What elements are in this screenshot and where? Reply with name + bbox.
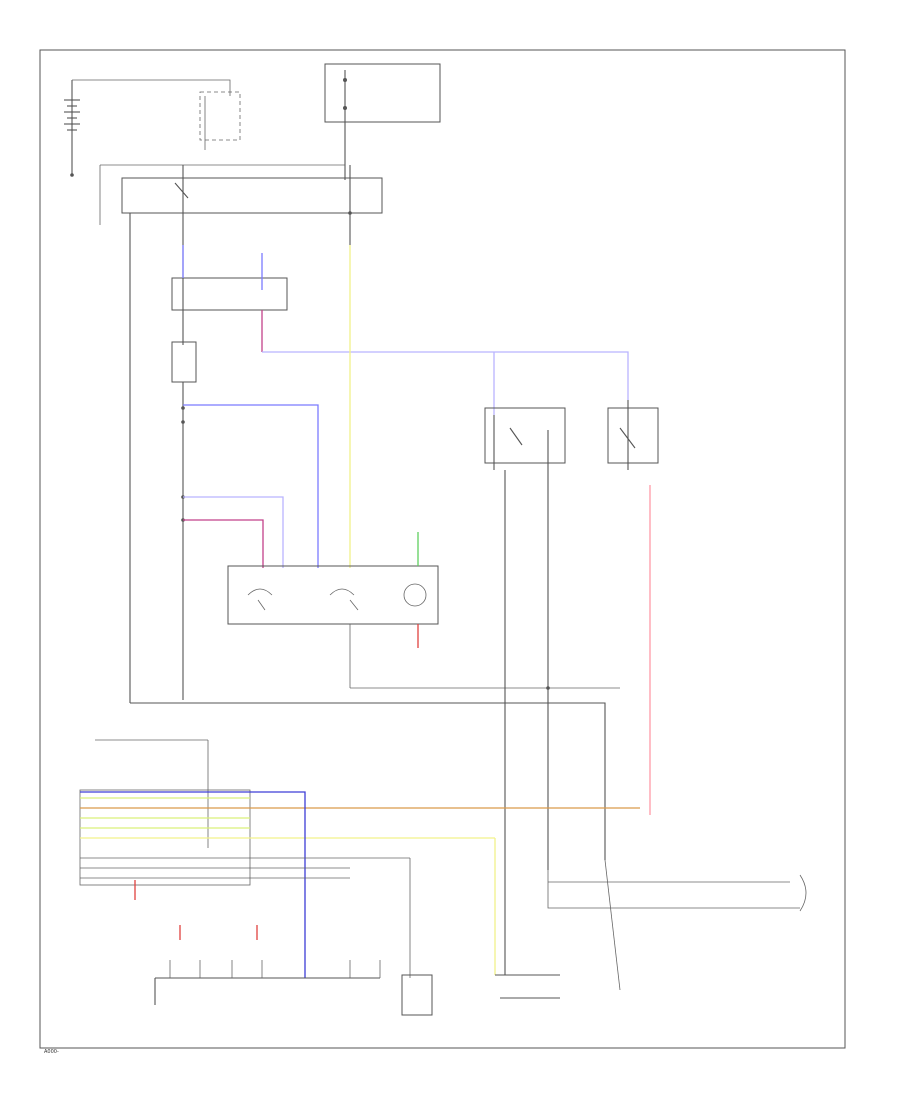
fuse-block-left (72, 79, 241, 150)
bottom-connectors (154, 960, 560, 1016)
fuse-box-top (324, 63, 441, 180)
main-relay (99, 164, 383, 245)
wire-magenta-1 (183, 519, 264, 568)
wire-blue-1 (183, 404, 319, 568)
blower-resistor (171, 341, 197, 700)
blower-relay (171, 245, 629, 415)
pressure-switch (607, 400, 659, 815)
ac-control-switch (227, 532, 620, 689)
ac-switch-group (484, 407, 566, 975)
battery-symbol (64, 80, 80, 177)
connector-right (799, 874, 807, 912)
control-unit-lower (79, 739, 640, 978)
wire-lavender-1 (183, 496, 284, 568)
diagram-frame (39, 49, 846, 1049)
signal-line-right (547, 870, 800, 909)
frame-label: A000- (44, 1049, 59, 1055)
